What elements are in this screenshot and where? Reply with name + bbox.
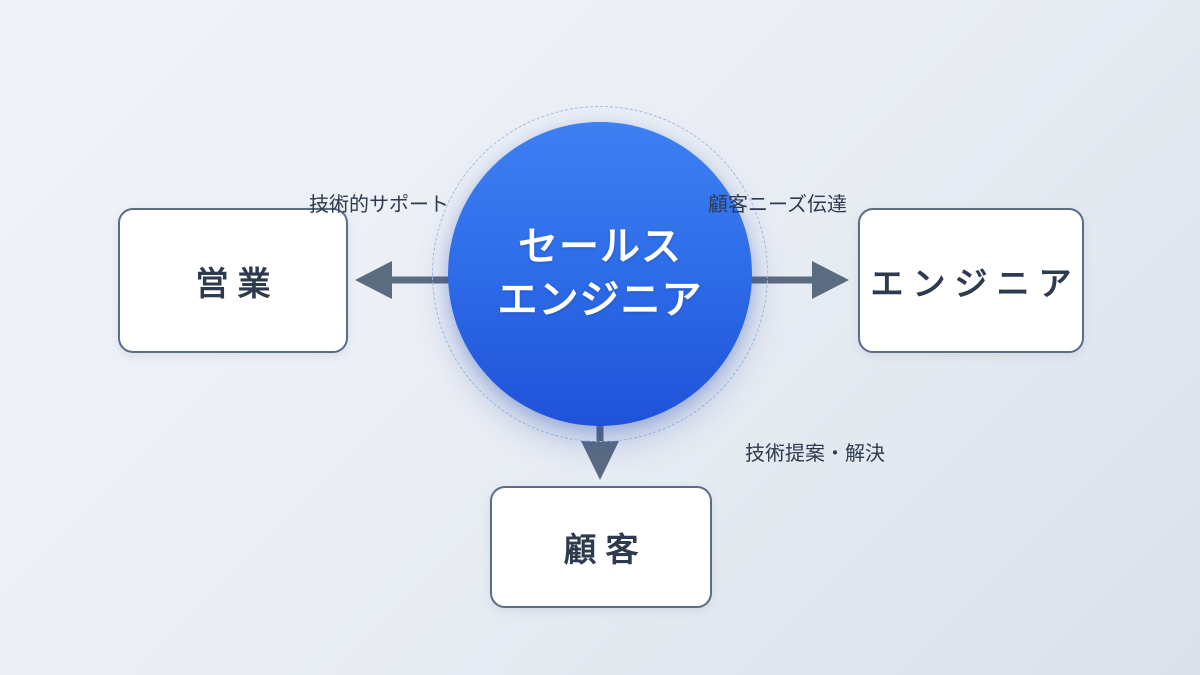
node-engineer-label: エンジニア	[870, 264, 1081, 302]
edge-label-customer-needs: 顧客ニーズ伝達	[708, 194, 847, 216]
edge-label-technical-support: 技術的サポート	[309, 194, 449, 216]
edge-label-technical-proposal: 技術提案・解決	[745, 443, 885, 465]
node-sales[interactable]: 営業	[118, 208, 348, 353]
hub-label-line1: セールス	[518, 225, 682, 270]
hub-label-line2: エンジニア	[497, 278, 703, 322]
hub-dashed-ring	[432, 106, 768, 442]
node-customer-label: 顧客	[563, 531, 648, 568]
node-customer[interactable]: 顧客	[490, 486, 712, 608]
hub-sales-engineer[interactable]: セールス エンジニア	[448, 122, 752, 426]
node-sales-label: 営業	[195, 264, 280, 302]
node-engineer[interactable]: エンジニア	[858, 208, 1084, 353]
